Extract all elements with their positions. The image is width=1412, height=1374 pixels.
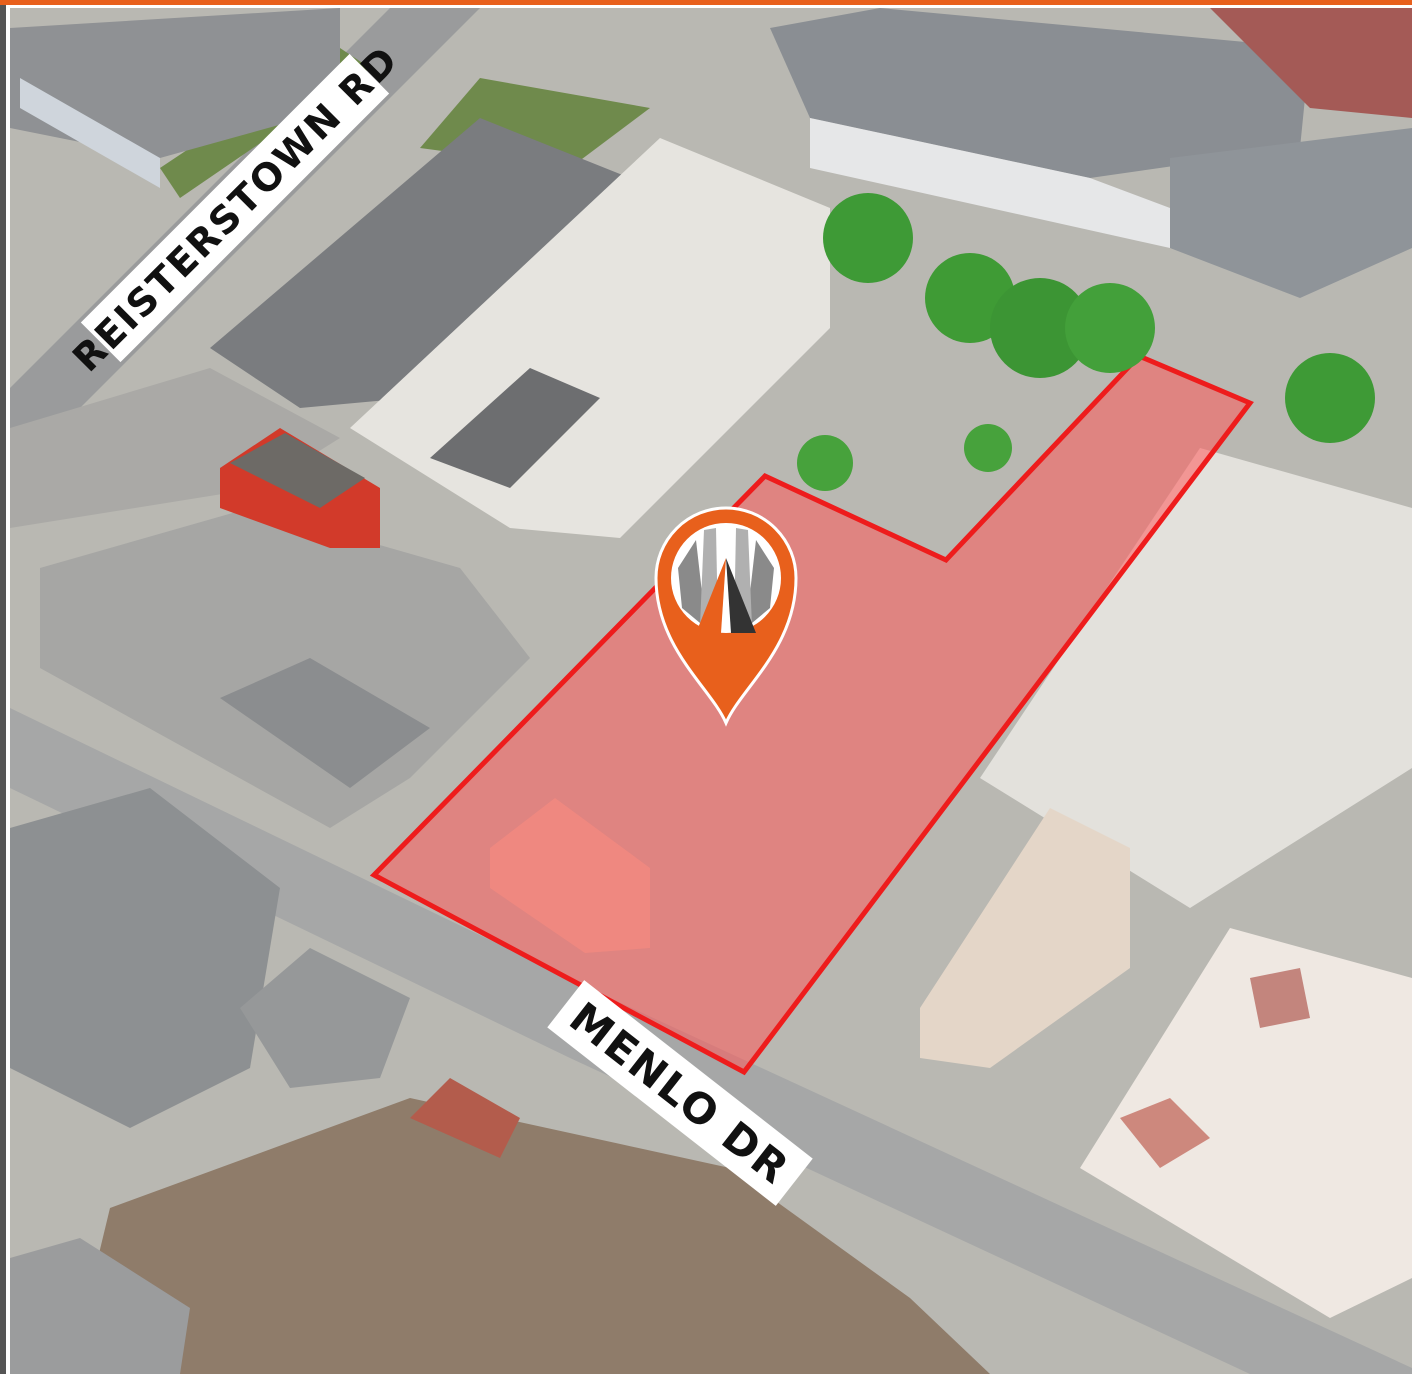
building-roof [770,8,1310,178]
left-frame-bar [0,5,6,1374]
building-roof [980,448,1412,908]
map-pin-icon[interactable] [654,506,798,727]
tree-cluster [797,193,1375,491]
building-roof [10,1238,190,1374]
building-wall [810,118,1170,248]
roof-stains [1120,1098,1210,1168]
parcel-building [490,798,650,953]
building-roof [1170,128,1412,298]
parking-lot [210,118,630,408]
top-accent-bar [0,0,1412,5]
building-roof [1080,928,1412,1318]
reisterstown-road-surface [10,8,480,478]
dark-lot [220,658,430,788]
roof-stains [1250,968,1310,1028]
building-wall [20,78,160,188]
aerial-map: REISTERSTOWN RD MENLO DR [10,8,1412,1374]
building-roof-dark [430,368,600,488]
building-roof [240,948,410,1088]
building-roof [410,1078,520,1158]
parking-lot [40,508,530,828]
junkyard [70,1098,990,1374]
menlo-road-surface [10,708,1412,1374]
company-logo-icon [678,528,774,633]
building-roof [10,788,280,1128]
building-roof [920,808,1130,1068]
building-roof [1210,8,1412,118]
red-building-roof [230,433,365,508]
